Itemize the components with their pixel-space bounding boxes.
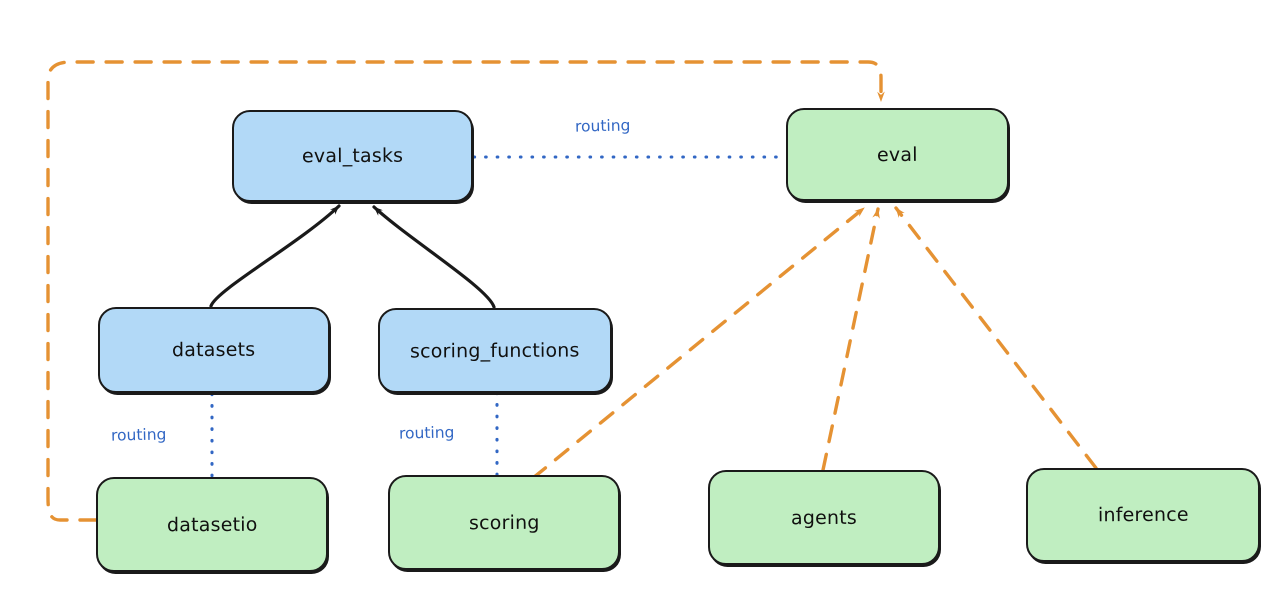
edge-dep-scoring-functions-to-eval-tasks — [372, 205, 496, 309]
node-datasetio[interactable]: datasetio — [96, 477, 328, 572]
node-label: eval — [877, 143, 918, 166]
node-label: scoring — [468, 511, 540, 534]
node-agents[interactable]: agents — [708, 470, 940, 565]
node-scoring-functions[interactable]: scoring_functions — [378, 308, 612, 393]
node-label: eval_tasks — [301, 144, 404, 168]
edge-dep-agents-to-eval — [821, 207, 880, 472]
node-label: datasetio — [166, 513, 258, 536]
edge-dep-inference-to-eval — [894, 206, 1098, 470]
node-label: agents — [790, 506, 858, 529]
node-datasets[interactable]: datasets — [98, 307, 330, 393]
node-label: inference — [1097, 503, 1189, 527]
node-label: datasets — [172, 338, 256, 362]
node-eval-tasks[interactable]: eval_tasks — [232, 110, 473, 202]
node-eval[interactable]: eval — [786, 108, 1009, 201]
edge-label-routing-eval: routing — [574, 116, 631, 136]
edge-label-routing-scoring: routing — [398, 423, 455, 443]
node-inference[interactable]: inference — [1026, 468, 1260, 562]
node-scoring[interactable]: scoring — [388, 475, 620, 570]
node-label: scoring_functions — [410, 338, 580, 363]
edge-label-routing-datasetio: routing — [110, 425, 167, 445]
edge-dep-datasets-to-eval-tasks — [209, 204, 341, 308]
